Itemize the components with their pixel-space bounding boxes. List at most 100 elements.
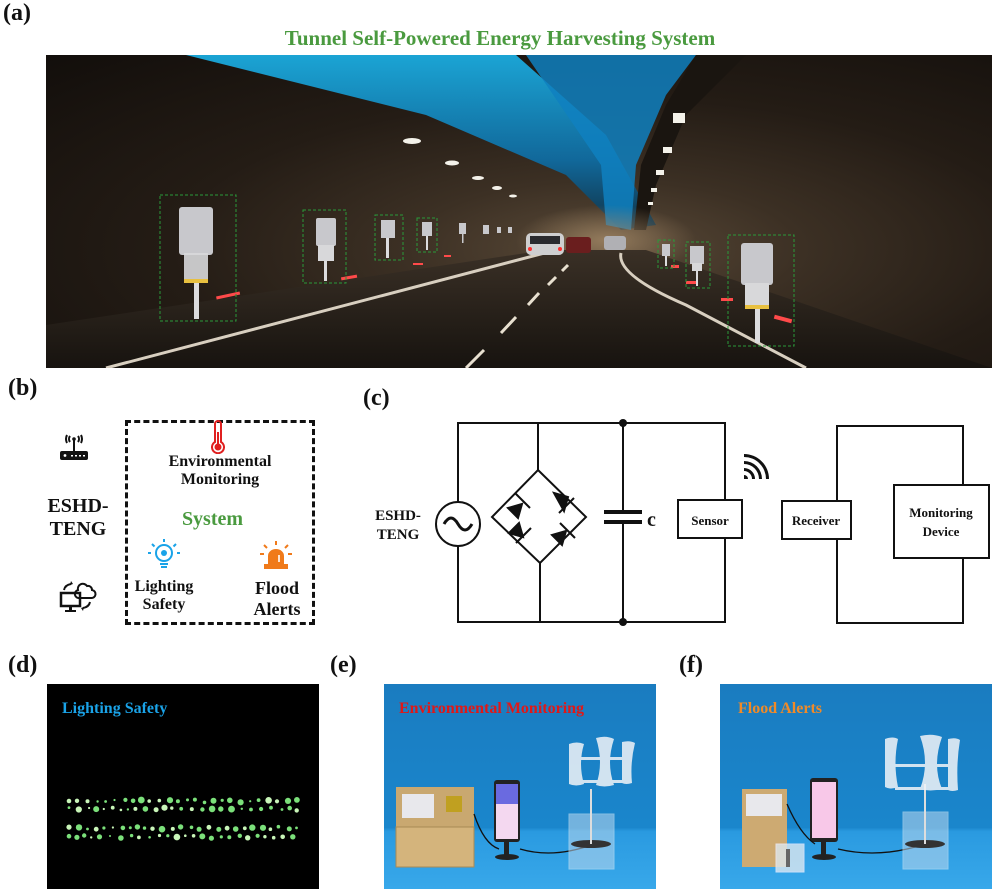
led-dot <box>134 824 141 830</box>
led-dot <box>177 824 184 830</box>
tunnel-scene <box>46 55 992 368</box>
led-dot <box>240 807 243 810</box>
led-dot <box>189 825 194 830</box>
lane-dashes <box>464 263 570 368</box>
led-dot <box>284 797 292 804</box>
turbine-unit <box>374 214 404 261</box>
ceiling-light-center <box>526 55 696 230</box>
led-dot <box>256 798 261 802</box>
led-dot <box>219 835 223 839</box>
led-dot <box>158 825 166 833</box>
led-dot <box>142 826 147 830</box>
wireless-signal-icon <box>744 454 769 479</box>
diode-bridge <box>490 468 588 565</box>
diodes <box>506 491 576 547</box>
led-dot <box>130 798 136 804</box>
junction-node <box>619 618 627 626</box>
wireless-router-icon <box>60 434 88 460</box>
turbine-units <box>159 194 795 347</box>
monitoring-device-box <box>893 484 990 559</box>
lightbulb-icon <box>148 539 180 568</box>
led-dot <box>184 834 187 837</box>
turbine-unit <box>159 194 237 322</box>
turbine-unit <box>416 217 438 253</box>
led-dot <box>191 834 196 838</box>
led-dot <box>290 834 296 840</box>
led-dot <box>157 833 162 838</box>
led-dot <box>150 826 155 831</box>
tunnel-system-title: Tunnel Self-Powered Energy Harvesting Sy… <box>284 26 716 50</box>
turbine-unit <box>685 241 711 289</box>
wire <box>457 545 684 623</box>
led-dot <box>66 824 72 830</box>
led-dot <box>199 833 206 840</box>
led-dot <box>173 833 181 841</box>
panel-label-a: (a) <box>3 0 31 26</box>
app-line: Alerts <box>253 598 301 619</box>
sensor-module <box>446 796 462 812</box>
led-dot <box>228 805 235 813</box>
led-dot <box>119 808 123 812</box>
receiver-box <box>781 500 852 540</box>
led-dot <box>294 797 300 803</box>
ceiling-lamps <box>403 113 685 205</box>
led-dot <box>255 833 260 838</box>
wire <box>836 425 964 501</box>
led-dot <box>237 833 242 838</box>
led-dot <box>128 826 132 830</box>
led-dot <box>227 835 232 840</box>
led-dot <box>133 806 138 811</box>
turbine-unit <box>657 239 675 269</box>
led-dot <box>224 825 230 831</box>
monitoring-device-label-line: Device <box>923 524 960 539</box>
led-dot <box>237 799 244 806</box>
app-flood-alerts: Flood Alerts <box>244 578 310 619</box>
capacitor-plate <box>604 510 642 514</box>
wood-block <box>395 826 475 868</box>
road-edge-line <box>105 248 557 368</box>
breadboard <box>402 794 434 818</box>
led-dot <box>232 826 239 832</box>
led-dot <box>245 835 251 841</box>
receiver-label: Receiver <box>792 513 841 528</box>
device-line: TENG <box>49 518 107 540</box>
wire <box>623 538 726 623</box>
led-dot <box>126 808 130 811</box>
system-label: System <box>181 508 244 530</box>
led-dot <box>137 835 141 840</box>
environmental-monitoring-title: Environmental Monitoring <box>399 700 585 717</box>
led-dot <box>74 798 80 803</box>
led-dot <box>242 826 247 831</box>
led-dot <box>218 806 224 812</box>
app-line: Environmental <box>168 453 272 470</box>
led-dot <box>170 826 175 831</box>
led-dot <box>280 834 285 840</box>
rectifier-circuit-diagram: ESHD- TENG c Sensor Receiver Monitoring … <box>375 419 990 626</box>
led-dot <box>93 806 100 813</box>
demo-setup-e <box>395 736 635 870</box>
led-dot <box>170 806 174 810</box>
red-road-studs <box>216 255 793 324</box>
led-dot <box>210 797 217 804</box>
led-array <box>66 796 300 841</box>
led-dot <box>274 799 280 804</box>
panel-label-f: (f) <box>679 652 703 678</box>
led-dot <box>189 807 194 812</box>
led-dot <box>227 797 233 804</box>
led-dot <box>276 824 281 829</box>
led-dot <box>66 798 72 804</box>
app-line: Monitoring <box>180 471 260 489</box>
led-dot <box>82 833 87 838</box>
source-label-line: TENG <box>377 527 420 543</box>
led-dot <box>88 806 91 810</box>
led-dot <box>123 797 128 802</box>
tunnel-photo <box>46 55 992 368</box>
capacitor-label: c <box>647 509 656 531</box>
sensor-box <box>677 499 743 539</box>
led-dot <box>96 834 103 840</box>
monitoring-device-label-line: Monitoring <box>909 505 973 520</box>
wire <box>457 422 684 503</box>
turbine-blades <box>569 736 635 787</box>
distant-cars <box>526 233 626 255</box>
led-dot <box>268 827 273 831</box>
